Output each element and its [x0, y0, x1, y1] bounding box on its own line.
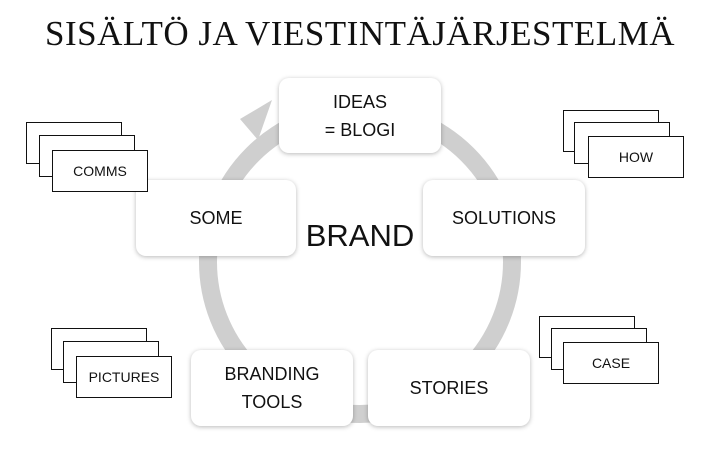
center-brand-label: BRAND: [305, 218, 415, 253]
stack-case-card-front: CASE: [563, 342, 659, 384]
stack-pictures: PICTURES: [51, 328, 176, 400]
node-solutions-label: SOLUTIONS: [451, 208, 557, 228]
node-stories: STORIES: [368, 350, 530, 426]
stack-how-card-front: HOW: [588, 136, 684, 178]
node-branding-tools-line-1: BRANDING: [224, 364, 320, 384]
node-some-label: SOME: [189, 208, 243, 228]
stack-comms: COMMS: [26, 122, 161, 194]
node-ideas-line-2: = BLOGI: [324, 119, 396, 140]
node-ideas-line-1: IDEAS: [332, 91, 387, 112]
stack-case-label: CASE: [591, 355, 631, 371]
node-branding-tools-line-2: TOOLS: [241, 392, 303, 412]
cycle-arrow-head: [240, 100, 272, 140]
stack-pictures-card-front: PICTURES: [76, 356, 172, 398]
diagram-title: SISÄLTÖ JA VIESTINTÄJÄRJESTELMÄ: [45, 14, 675, 53]
stack-pictures-label: PICTURES: [88, 369, 160, 385]
stack-comms-label: COMMS: [73, 163, 127, 179]
node-stories-label: STORIES: [409, 378, 489, 398]
node-branding-tools: BRANDING TOOLS: [191, 350, 353, 426]
stack-how-label: HOW: [618, 149, 654, 165]
stack-how: HOW: [563, 110, 688, 182]
node-solutions: SOLUTIONS: [423, 180, 585, 256]
stack-case: CASE: [539, 316, 664, 388]
stack-comms-card-front: COMMS: [52, 150, 148, 192]
node-ideas: IDEAS = BLOGI: [279, 78, 441, 153]
node-some: SOME: [136, 180, 296, 256]
